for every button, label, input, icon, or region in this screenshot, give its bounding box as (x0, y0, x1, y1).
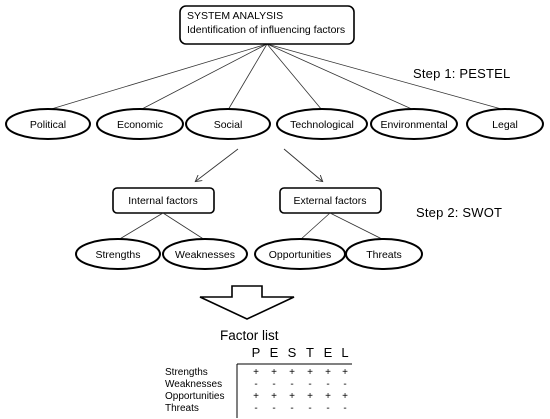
table-cell: - (308, 403, 312, 414)
row-label-threats: Threats (165, 403, 199, 414)
arrow-to-external (283, 148, 322, 181)
table-cell: - (290, 379, 294, 390)
connector-technological (266, 43, 323, 111)
step-2-label: Step 2: SWOT (416, 205, 503, 220)
label-weaknesses: Weaknesses (175, 249, 235, 261)
label-external-factors: External factors (294, 195, 367, 207)
ellipse-technological (276, 108, 368, 140)
table-cell: + (342, 391, 348, 402)
ellipse-social (185, 108, 271, 140)
root-title: SYSTEM ANALYSIS (187, 10, 284, 22)
connector-opportunities (299, 212, 331, 241)
swot-connectors (117, 212, 385, 241)
label-technological: Technological (290, 119, 354, 131)
table-cell: - (290, 403, 294, 414)
label-political: Political (30, 119, 66, 131)
table-cell: - (308, 379, 312, 390)
connector-strengths (117, 212, 164, 241)
connector-political (47, 43, 268, 111)
header-e2: E (323, 345, 333, 360)
ellipse-political (5, 108, 91, 140)
ellipse-legal (466, 108, 544, 140)
table-cell: - (326, 379, 330, 390)
label-threats: Threats (366, 249, 402, 261)
table-cell: - (326, 403, 330, 414)
table-cell: + (307, 367, 313, 378)
swot-ellipses (75, 238, 423, 270)
down-arrow-icon (199, 285, 295, 320)
header-l: L (341, 345, 349, 360)
ellipse-weaknesses (162, 238, 248, 270)
ellipse-threats (345, 238, 423, 270)
label-social: Social (214, 119, 243, 131)
connector-threats (329, 212, 385, 241)
table-cell: + (253, 391, 259, 402)
table-row: Weaknesses - - - - - - (165, 379, 355, 391)
table-row: Opportunities + + + + + + (165, 391, 355, 403)
connector-weaknesses (162, 212, 206, 241)
pestel-ellipses (5, 108, 544, 140)
label-legal: Legal (492, 119, 518, 131)
label-opportunities: Opportunities (269, 249, 331, 261)
table-header-row: P E S T E L (165, 345, 355, 360)
ellipse-environmental (370, 108, 458, 140)
table-cell: + (271, 391, 277, 402)
row-label-weaknesses: Weaknesses (165, 379, 223, 390)
root-subtitle: Identification of influencing factors (187, 24, 346, 36)
row-label-strengths: Strengths (165, 367, 208, 378)
table-row: Threats - - - - - - (165, 403, 355, 415)
table-cell: + (271, 367, 277, 378)
table-cell: + (342, 367, 348, 378)
header-e1: E (269, 345, 279, 360)
table-cell: + (289, 367, 295, 378)
label-environmental: Environmental (380, 119, 447, 131)
root-node: SYSTEM ANALYSIS Identification of influe… (180, 6, 354, 44)
table-cell: - (343, 379, 347, 390)
label-internal-factors: Internal factors (128, 195, 197, 207)
header-p: P (251, 345, 261, 360)
root-connectors (47, 43, 506, 111)
label-economic: Economic (117, 119, 163, 131)
table-cell: - (254, 379, 258, 390)
table-cell: - (272, 403, 276, 414)
arrow-to-internal (196, 148, 239, 181)
label-strengths: Strengths (96, 249, 141, 261)
table-row: Strengths + + + + + + (165, 367, 355, 379)
table-cell: + (307, 391, 313, 402)
swot-labels: Strengths Weaknesses Opportunities Threa… (96, 249, 402, 261)
pestel-labels: Political Economic Social Technological … (30, 119, 518, 131)
header-t: T (306, 345, 314, 360)
swot-arrows (196, 148, 322, 181)
table-cell: + (325, 367, 331, 378)
connector-economic (139, 43, 268, 111)
row-label-opportunities: Opportunities (165, 391, 225, 402)
table-cell: - (272, 379, 276, 390)
table-cell: - (254, 403, 258, 414)
table-cell: + (325, 391, 331, 402)
table-cell: - (343, 403, 347, 414)
step-1-label: Step 1: PESTEL (413, 66, 511, 81)
connector-social (227, 43, 268, 111)
table-cell: + (289, 391, 295, 402)
ellipse-strengths (75, 238, 161, 270)
connector-legal (266, 43, 506, 111)
group-labels: Internal factors External factors (128, 195, 366, 207)
header-s: S (287, 345, 297, 360)
root-box (179, 5, 355, 45)
factor-list-title: Factor list (220, 328, 279, 343)
connector-environmental (266, 43, 415, 111)
ellipse-economic (96, 108, 184, 140)
table-cell: + (253, 367, 259, 378)
